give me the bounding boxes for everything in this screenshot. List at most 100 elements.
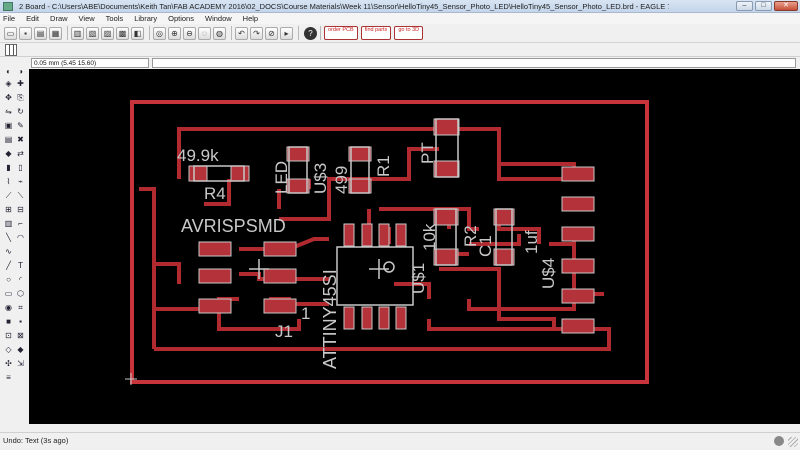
- zoom-out-icon[interactable]: ⊖: [183, 26, 196, 40]
- minimize-button[interactable]: –: [736, 1, 753, 11]
- menu-draw[interactable]: Draw: [50, 14, 68, 23]
- stop-sign-icon[interactable]: [774, 436, 784, 446]
- order-pcb-button[interactable]: order PCB: [324, 26, 358, 40]
- text-icon[interactable]: T: [18, 261, 23, 270]
- zoom-redraw-icon[interactable]: ◌: [198, 26, 211, 40]
- maximize-button[interactable]: □: [755, 1, 772, 11]
- group-icon[interactable]: ▣: [4, 121, 13, 130]
- board-drawing[interactable]: 49.9k R4 LED U$3 499 R1 PT AVRISPSMD 10k…: [29, 69, 800, 424]
- menu-view[interactable]: View: [78, 14, 95, 23]
- optimize-icon[interactable]: ⌁: [18, 177, 23, 186]
- zoom-fit-icon[interactable]: ◎: [153, 26, 166, 40]
- circle-icon[interactable]: ○: [6, 275, 11, 284]
- zoom-in-icon[interactable]: ⊕: [168, 26, 181, 40]
- ulp-icon[interactable]: ▩: [116, 26, 129, 40]
- hole-icon[interactable]: ■: [6, 317, 11, 326]
- smash-icon[interactable]: ▥: [4, 219, 13, 228]
- rect-icon[interactable]: ▭: [4, 289, 13, 298]
- u4-pad: [561, 196, 595, 212]
- move-icon[interactable]: ✥: [5, 93, 12, 102]
- miter-icon[interactable]: ⌐: [18, 219, 23, 228]
- delete-icon[interactable]: ✖: [17, 135, 24, 144]
- erc-icon[interactable]: ⊠: [17, 331, 24, 340]
- menu-file[interactable]: File: [3, 14, 16, 23]
- find-parts-button[interactable]: find parts: [360, 26, 392, 40]
- led-pad: [286, 146, 310, 162]
- arc2-icon[interactable]: ◜: [18, 275, 23, 284]
- layer-icon[interactable]: ≡: [6, 373, 11, 382]
- toolbar-divider: [67, 26, 68, 40]
- mirror-icon[interactable]: ⇋: [5, 107, 12, 116]
- replace-icon[interactable]: ▮: [6, 163, 11, 172]
- line-icon[interactable]: ╱: [6, 261, 11, 270]
- menu-tools[interactable]: Tools: [105, 14, 124, 23]
- name-icon[interactable]: ⊞: [5, 205, 12, 214]
- led-body: [288, 146, 308, 194]
- pt-body: [435, 118, 459, 178]
- auto-icon[interactable]: ⊡: [5, 331, 12, 340]
- route-icon[interactable]: ⟋: [5, 191, 12, 200]
- split-icon[interactable]: ⌇: [6, 177, 11, 186]
- cam-icon[interactable]: ▦: [49, 26, 62, 40]
- title-bar[interactable]: 2 Board - C:\Users\ABE\Documents\Keith T…: [0, 0, 800, 13]
- r4-pad: [188, 165, 208, 182]
- drc-icon[interactable]: ◇: [5, 345, 12, 354]
- avrisp-pad: [198, 241, 232, 257]
- save-icon[interactable]: ▪: [19, 26, 32, 40]
- pinswap-icon[interactable]: ⇄: [17, 149, 24, 158]
- resize-grip-icon[interactable]: [788, 437, 798, 447]
- grid-icon[interactable]: [5, 44, 17, 56]
- copy-icon[interactable]: ⎘: [17, 93, 24, 102]
- add-icon[interactable]: ◆: [5, 149, 12, 158]
- info-icon[interactable]: ◐: [6, 67, 11, 76]
- board-canvas[interactable]: 49.9k R4 LED U$3 499 R1 PT AVRISPSMD 10k…: [29, 69, 800, 424]
- schematic-icon[interactable]: ▥: [71, 26, 84, 40]
- wire-icon[interactable]: ╲: [6, 233, 11, 242]
- stop-icon[interactable]: ⊘: [265, 26, 278, 40]
- help-icon[interactable]: ?: [304, 26, 317, 40]
- paste-icon[interactable]: ▤: [4, 135, 13, 144]
- r4-body: [193, 165, 245, 182]
- signal-icon[interactable]: ⌗: [18, 303, 23, 312]
- menu-help[interactable]: Help: [242, 14, 259, 23]
- menu-options[interactable]: Options: [168, 14, 194, 23]
- window-title: 2 Board - C:\Users\ABE\Documents\Keith T…: [19, 1, 669, 11]
- c1-body: [495, 208, 513, 266]
- undo-icon[interactable]: ↶: [235, 26, 248, 40]
- polygon-icon[interactable]: ⬡: [17, 289, 24, 298]
- print-icon[interactable]: ▤: [34, 26, 47, 40]
- redo-icon[interactable]: ↷: [250, 26, 263, 40]
- go-icon[interactable]: ▸: [280, 26, 293, 40]
- menu-library[interactable]: Library: [134, 14, 158, 23]
- open-icon[interactable]: ▭: [4, 26, 17, 40]
- toolbar-divider: [298, 26, 299, 40]
- layers-icon[interactable]: ◧: [131, 26, 144, 40]
- menu-edit[interactable]: Edit: [26, 14, 40, 23]
- attiny-label: ATTINY45SI: [320, 269, 340, 369]
- close-button[interactable]: ✕: [774, 1, 798, 11]
- board-icon[interactable]: ▧: [86, 26, 99, 40]
- go-to-3d-button[interactable]: go to 3D: [394, 26, 424, 40]
- lock-icon[interactable]: ▯: [18, 163, 23, 172]
- errors-icon[interactable]: ◆: [17, 345, 24, 354]
- ratsnest-icon[interactable]: ▪: [19, 317, 22, 326]
- attribute-icon[interactable]: ✣: [5, 359, 12, 368]
- script-icon[interactable]: ▨: [101, 26, 114, 40]
- toolbar-divider: [231, 26, 232, 40]
- command-input[interactable]: [152, 58, 796, 68]
- rotate-icon[interactable]: ↻: [17, 107, 24, 116]
- value-icon[interactable]: ⊟: [17, 205, 24, 214]
- dimension-icon[interactable]: ⇲: [17, 359, 24, 368]
- change-icon[interactable]: ✎: [17, 121, 24, 130]
- zoom-select-icon[interactable]: ◍: [213, 26, 226, 40]
- mark-icon[interactable]: ✚: [17, 79, 24, 88]
- ripup-icon[interactable]: ⟍: [17, 191, 24, 200]
- via-icon[interactable]: ◉: [5, 303, 12, 312]
- u4-pad: [561, 166, 595, 182]
- show-icon[interactable]: ◑: [18, 67, 23, 76]
- u4-name-label: U$4: [539, 258, 558, 289]
- menu-window[interactable]: Window: [204, 14, 232, 23]
- meander-icon[interactable]: ∿: [5, 247, 12, 256]
- arc-icon[interactable]: ◠: [17, 233, 24, 242]
- display-icon[interactable]: ◈: [5, 79, 12, 88]
